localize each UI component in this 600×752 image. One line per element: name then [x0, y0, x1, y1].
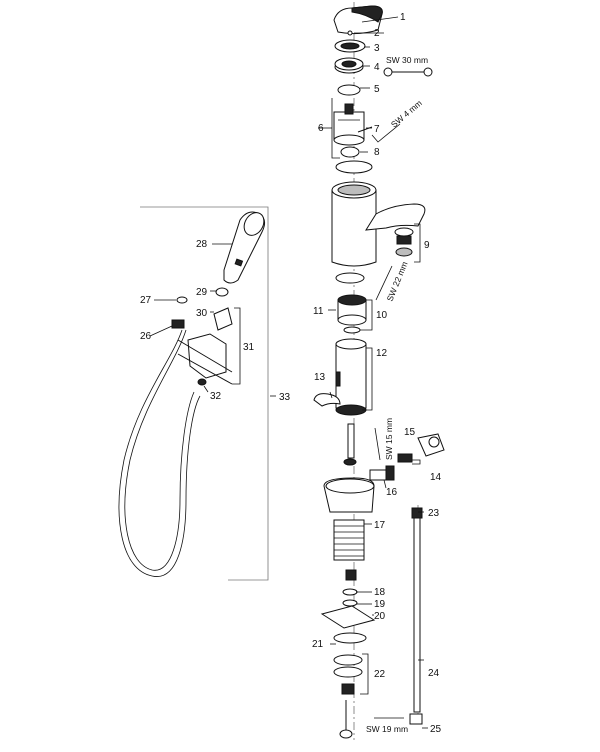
part-30-holder	[213, 307, 233, 331]
part-14-connector	[417, 433, 445, 457]
supply-nut-bottom	[339, 729, 353, 739]
part-1-lever-handle	[333, 5, 383, 35]
part-8-seal	[340, 146, 360, 158]
label-14: 14	[430, 472, 442, 483]
tool-label-sw19: SW 19 mm	[366, 724, 408, 734]
leader-lines	[149, 16, 428, 729]
part-6-cartridge	[333, 103, 365, 146]
part-26-hose-nut	[171, 319, 185, 329]
label-17: 17	[374, 520, 386, 531]
label-18: 18	[374, 587, 386, 598]
label-31: 31	[243, 342, 255, 353]
part-3-cap	[334, 39, 366, 53]
wrench-sw30-icon	[383, 67, 433, 77]
body-o-ring	[335, 160, 373, 174]
part-28-hand-shower	[223, 211, 266, 284]
label-29: 29	[196, 287, 208, 298]
label-2: 2	[374, 28, 380, 39]
label-33: 33	[279, 392, 291, 403]
label-24: 24	[428, 668, 440, 679]
label-10: 10	[376, 310, 388, 321]
supply-nut	[345, 569, 357, 581]
part-4-nut	[334, 57, 364, 74]
label-1: 1	[400, 12, 406, 23]
shower-hose	[118, 329, 201, 577]
part-31-wall-holder	[177, 333, 233, 385]
part-16-fitting	[369, 465, 395, 481]
part-9-aerator	[394, 227, 414, 257]
label-25: 25	[430, 724, 442, 735]
wrench-sw15-icon	[374, 427, 381, 461]
label-19: 19	[374, 599, 386, 610]
label-23: 23	[428, 508, 440, 519]
wrench-sw22-icon	[375, 265, 393, 301]
faucet-base-body	[323, 477, 375, 513]
label-27: 27	[140, 295, 152, 306]
label-30: 30	[196, 308, 208, 319]
label-5: 5	[374, 84, 380, 95]
label-6: 6	[318, 123, 324, 134]
allen-key-sw4-icon	[371, 123, 401, 143]
part-29-nut	[215, 287, 229, 297]
label-8: 8	[374, 147, 380, 158]
part-18-washer	[342, 588, 358, 596]
part-10-seal	[343, 326, 361, 334]
part-17-shank	[333, 519, 365, 561]
part-15-check-valve	[397, 453, 413, 463]
part-22-mounting-set	[333, 654, 363, 695]
threaded-stud	[347, 423, 355, 459]
label-26: 26	[140, 331, 152, 342]
part-27-washer	[176, 296, 188, 304]
tool-label-sw4: SW 4 mm	[389, 98, 424, 130]
tool-label-sw15: SW 15 mm	[384, 418, 394, 460]
tool-label-sw22: SW 22 mm	[385, 260, 410, 303]
label-16: 16	[386, 487, 398, 498]
part-32-washer	[197, 378, 207, 386]
tool-label-sw30: SW 30 mm	[386, 55, 428, 65]
part-5-ring	[337, 84, 361, 96]
stud-end	[343, 458, 357, 466]
part-24-supply-hose	[409, 507, 423, 725]
label-7: 7	[374, 124, 380, 135]
label-28: 28	[196, 239, 208, 250]
label-9: 9	[424, 240, 430, 251]
label-13: 13	[314, 372, 326, 383]
part-13-clip	[313, 393, 341, 407]
label-3: 3	[374, 43, 380, 54]
label-20: 20	[374, 611, 386, 622]
label-15: 15	[404, 427, 416, 438]
label-32: 32	[210, 391, 222, 402]
shower-group-bracket	[140, 206, 269, 581]
label-21: 21	[312, 639, 324, 650]
part-19-washer	[342, 599, 358, 607]
faucet-body	[331, 181, 426, 267]
label-4: 4	[374, 62, 380, 73]
label-12: 12	[376, 348, 388, 359]
part-21-ring	[333, 632, 367, 644]
label-11: 11	[313, 306, 324, 317]
part-20-bracket	[320, 605, 376, 629]
part-2-screw	[347, 30, 353, 36]
part-11-diverter	[337, 294, 367, 326]
label-22: 22	[374, 669, 386, 680]
part-12-sleeve	[335, 338, 367, 416]
body-lower-o-ring	[335, 272, 365, 284]
